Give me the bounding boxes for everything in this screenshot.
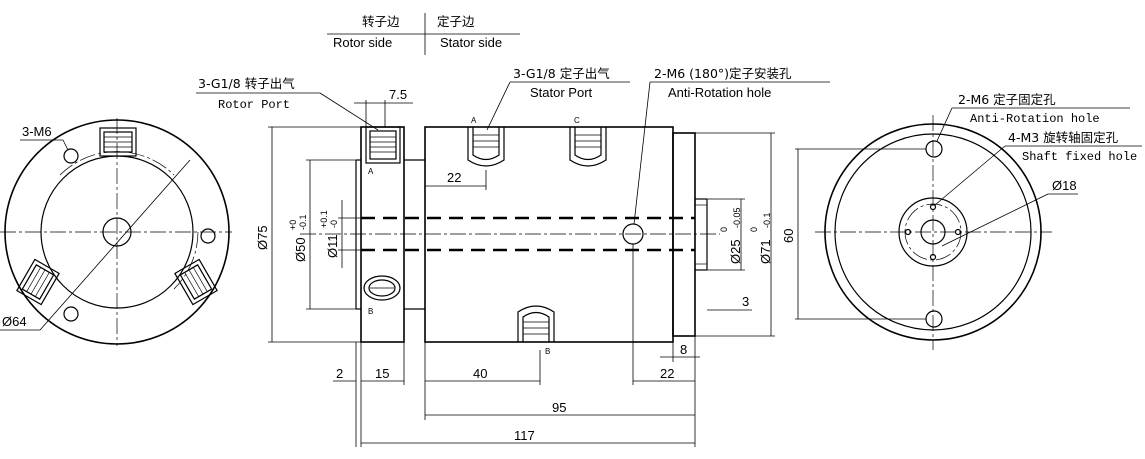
side-port-a-stator — [467, 127, 505, 167]
dim-d11-tol-upper: +0.1 — [319, 210, 329, 228]
port-letter-c-top: C — [574, 116, 580, 125]
dim-d11: Ø11 — [325, 234, 340, 258]
dim-d50: Ø50 — [293, 237, 308, 262]
side-legend: 转子边 定子边 Rotor side Stator side — [327, 13, 520, 55]
dim-d25: Ø25 — [728, 239, 743, 264]
port-letter-b-side: B — [368, 307, 373, 316]
dim-8: 8 — [680, 342, 687, 357]
rotor-side-cn: 转子边 — [362, 14, 400, 29]
dim-d50-tol-lower: -0.1 — [298, 214, 308, 230]
side-port-b-stator — [517, 305, 555, 342]
side-port-a-rotor — [365, 126, 401, 164]
right-end-view: 60 2-M6 定子固定孔 Anti-Rotation hole 4-M3 旋转… — [781, 92, 1142, 350]
dim-d71: Ø71 — [758, 239, 773, 264]
right-m3-en: Shaft fixed hole — [1022, 150, 1137, 164]
port-letter-b-bottom: B — [545, 347, 550, 356]
dim-2: 2 — [336, 366, 343, 381]
port-letter-a-side: A — [368, 167, 374, 176]
d64-label: Ø64 — [2, 314, 27, 329]
left-port-right — [174, 258, 218, 306]
dim-d18: Ø18 — [1052, 178, 1077, 193]
right-m6-en: Anti-Rotation hole — [970, 112, 1100, 126]
dim-d50-tol-upper: +0 — [288, 220, 298, 230]
dim-d71-tol-upper: 0 — [749, 227, 759, 232]
side-view: A C A B B 3-G1/8 转子出气 Rotor Port 3-G1/8 … — [196, 66, 830, 447]
stator-port-spec: 3-G1/8 定子出气 — [513, 66, 610, 81]
side-port-c-stator — [569, 127, 607, 167]
dim-d11-tol-lower: -0 — [329, 220, 339, 228]
stator-side-en: Stator side — [440, 35, 502, 50]
dim-d25-tol-upper: 0 — [719, 227, 729, 232]
rotor-port-spec: 3-G1/8 转子出气 — [198, 76, 295, 91]
rotor-port-en: Rotor Port — [218, 98, 290, 112]
right-m6-spec: 2-M6 定子固定孔 — [958, 92, 1056, 107]
port-letter-a-top: A — [471, 116, 477, 125]
stator-side-cn: 定子边 — [437, 14, 475, 29]
anti-rotation-top-spec: 2-M6 (180°)定子安装孔 — [654, 66, 792, 81]
dim-22-top: 22 — [447, 170, 461, 185]
dim-117: 117 — [514, 428, 535, 443]
stator-port-en: Stator Port — [530, 85, 593, 100]
side-port-b-rotor — [363, 275, 401, 301]
left-holes-label: 3-M6 — [22, 124, 52, 139]
left-end-view: 3-M6 Ø64 — [0, 118, 232, 346]
right-m3-spec: 4-M3 旋转轴固定孔 — [1008, 130, 1119, 145]
left-port-top — [99, 127, 137, 157]
dim-40: 40 — [473, 366, 487, 381]
dim-7-5: 7.5 — [389, 87, 407, 102]
dim-15: 15 — [375, 366, 389, 381]
left-port-left — [16, 258, 60, 306]
dim-d71-tol-lower: -0.1 — [762, 212, 772, 228]
dim-d25-tol-lower: -0.05 — [732, 207, 742, 228]
rotor-side-en: Rotor side — [333, 35, 392, 50]
anti-rotation-top-en: Anti-Rotation hole — [668, 85, 771, 100]
dim-60: 60 — [781, 229, 796, 243]
dim-d75: Ø75 — [255, 225, 270, 250]
dim-3: 3 — [742, 294, 749, 309]
dim-95: 95 — [552, 400, 566, 415]
dim-22-bottom: 22 — [660, 366, 674, 381]
